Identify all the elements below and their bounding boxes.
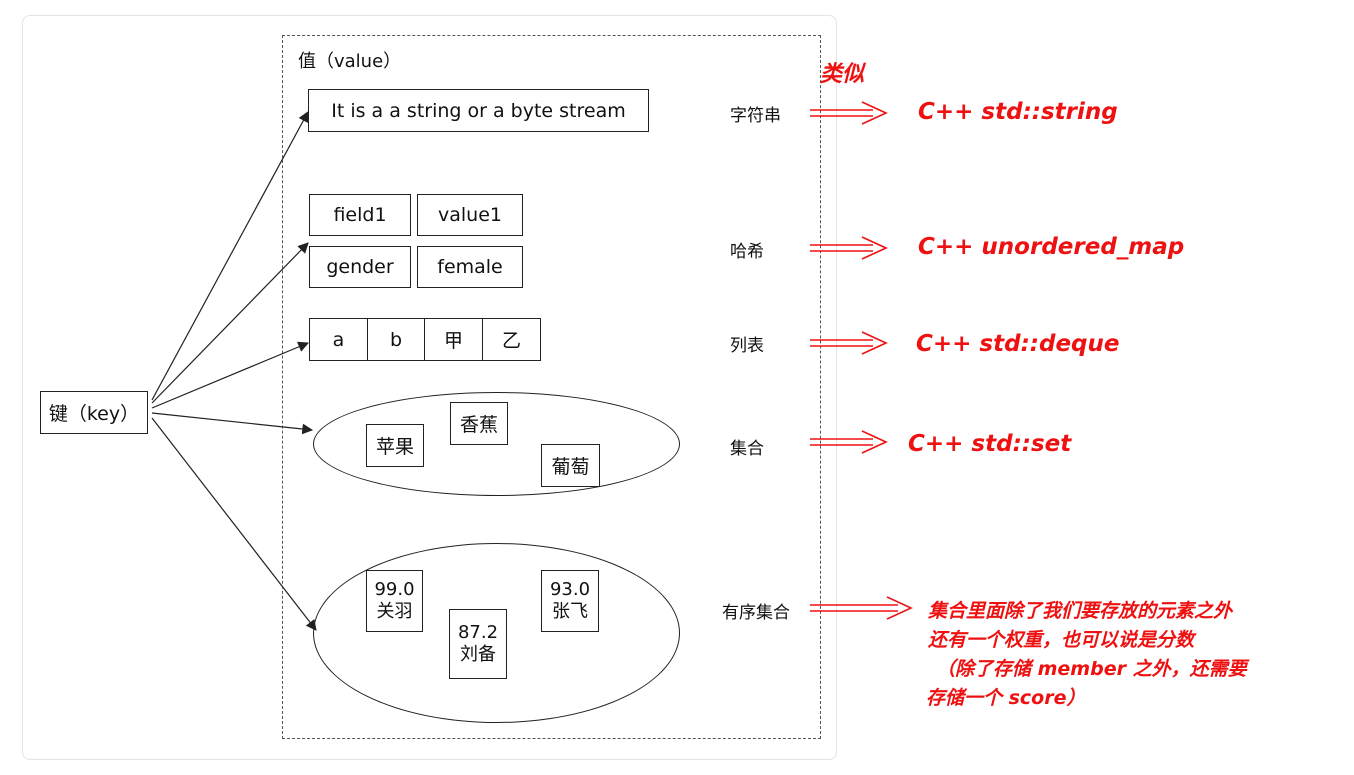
zset-note-line: 存储一个 score）: [926, 687, 1086, 709]
set-ellipse: [313, 392, 680, 496]
zset-note: 集合里面除了我们要存放的元素之外 还有一个权重，也可以说是分数 （除了存储 me…: [926, 597, 1247, 713]
arrow-to-zset: [151, 417, 317, 631]
zset-score: 99.0: [374, 579, 415, 600]
hash-value-cell: female: [417, 246, 523, 288]
list-cell: a: [309, 318, 368, 361]
string-box: It is a a string or a byte stream: [308, 89, 649, 132]
zset-score: 87.2: [457, 622, 499, 643]
red-arrow-list: [810, 331, 888, 355]
arrow-to-list: [151, 341, 309, 409]
zset-member: 99.0 关羽: [366, 570, 423, 632]
string-content: It is a a string or a byte stream: [331, 99, 626, 122]
red-arrow-zset: [810, 596, 913, 620]
set-cpp-label: C++ std::set: [908, 431, 1072, 457]
zset-name: 关羽: [376, 601, 413, 622]
zset-score: 93.0: [549, 579, 591, 600]
zset-note-line: 集合里面除了我们要存放的元素之外: [928, 600, 1233, 622]
zset-note-line: 还有一个权重，也可以说是分数: [928, 629, 1195, 651]
zset-member: 87.2 刘备: [449, 609, 507, 679]
hash-type-label: 哈希: [730, 242, 764, 262]
red-arrow-hash: [810, 236, 888, 260]
hash-field-cell: gender: [309, 246, 411, 288]
hash-field-cell: field1: [309, 194, 411, 236]
zset-member: 93.0 张飞: [541, 570, 599, 632]
list-cell: b: [367, 318, 425, 361]
key-box: 键（key）: [40, 391, 148, 434]
zset-name: 张飞: [552, 601, 588, 622]
value-label: 值（value）: [298, 51, 402, 72]
arrow-to-string: [151, 111, 309, 401]
set-member: 香蕉: [450, 402, 508, 445]
zset-type-label: 有序集合: [722, 603, 790, 623]
set-member: 葡萄: [541, 444, 600, 487]
list-type-label: 列表: [730, 336, 764, 356]
red-arrow-string: [810, 101, 888, 125]
list-cell: 甲: [424, 318, 483, 361]
key-label: 键（key）: [48, 403, 140, 425]
string-type-label: 字符串: [730, 106, 781, 126]
set-member: 苹果: [366, 424, 424, 467]
zset-note-line: （除了存储 member 之外，还需要: [936, 658, 1247, 680]
arrow-to-hash: [151, 242, 309, 404]
similar-label: 类似: [820, 62, 865, 87]
set-type-label: 集合: [730, 439, 764, 459]
list-cpp-label: C++ std::deque: [916, 331, 1120, 357]
string-cpp-label: C++ std::string: [918, 99, 1118, 125]
hash-cpp-label: C++ unordered_map: [918, 234, 1185, 260]
value-container: [282, 35, 821, 739]
arrow-to-set: [151, 412, 314, 435]
list-cell: 乙: [482, 318, 541, 361]
zset-ellipse: [313, 543, 680, 723]
red-arrow-set: [810, 430, 888, 454]
hash-value-cell: value1: [417, 194, 523, 236]
zset-name: 刘备: [460, 644, 496, 665]
